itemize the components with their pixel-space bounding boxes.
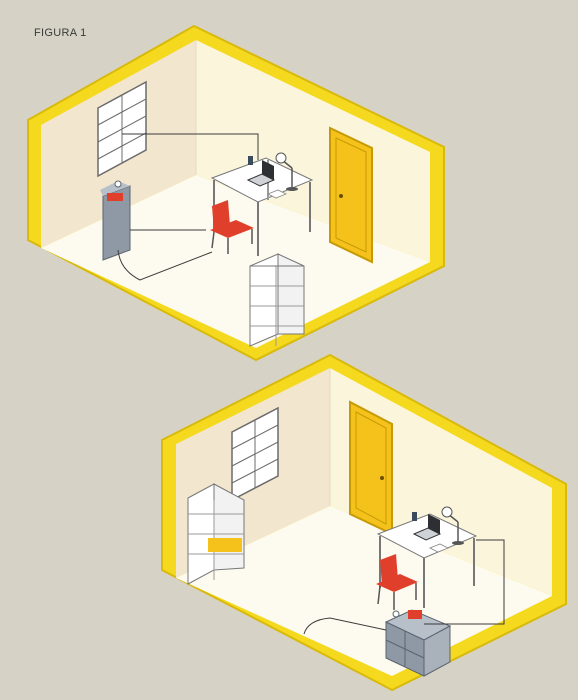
shelf [250, 254, 304, 346]
shelf [188, 484, 244, 584]
room-bottom [162, 355, 566, 690]
door [350, 402, 392, 534]
room-top [28, 26, 444, 360]
pen-cup [248, 156, 253, 165]
storage-box [208, 538, 242, 552]
pen-cup [412, 512, 417, 521]
tall-cabinet [100, 181, 130, 260]
door [330, 128, 372, 262]
